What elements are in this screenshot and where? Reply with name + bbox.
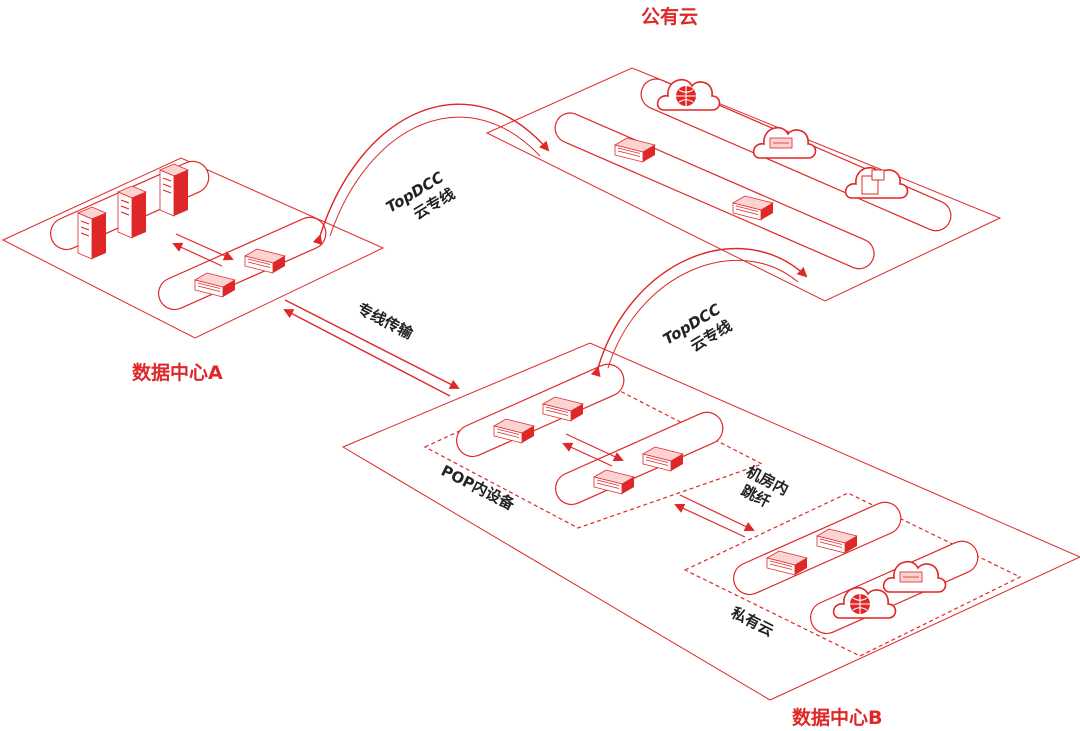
link-arrow <box>172 242 223 267</box>
cloud-storage-icon <box>844 166 909 199</box>
rail <box>733 501 902 596</box>
topdcc-arc-2-inner <box>607 259 799 369</box>
private-cloud-region <box>683 492 1022 657</box>
public-cloud-platform <box>485 67 1002 302</box>
link-arrow <box>175 233 234 261</box>
public-cloud-title: 公有云 <box>641 5 698 28</box>
cloud-globe-icon <box>832 586 897 619</box>
topdcc-arc-1-inner <box>329 116 541 237</box>
topdcc-arc-1 <box>312 103 550 246</box>
cloud-globe-icon <box>656 78 721 111</box>
topdcc-arc-2 <box>590 248 808 378</box>
cloud-server-icon <box>882 560 947 593</box>
fiber-jump-arrow <box>674 503 746 538</box>
server-tower-icon <box>77 206 107 260</box>
server-tower-icon <box>159 163 189 217</box>
server-tower-icon <box>117 185 147 239</box>
dedicated-line-label: 专线传输 <box>354 300 417 344</box>
dedicated-line-arrow <box>284 299 460 389</box>
fiber-jump-arrow <box>679 494 755 532</box>
link-arrow <box>565 433 624 462</box>
datacenter-b-title: 数据中心B <box>792 706 882 729</box>
cloud-server-icon <box>752 126 817 159</box>
datacenter-a-title: 数据中心A <box>132 361 223 384</box>
dedicated-line-arrow <box>283 309 451 397</box>
link-arrow <box>562 442 613 467</box>
